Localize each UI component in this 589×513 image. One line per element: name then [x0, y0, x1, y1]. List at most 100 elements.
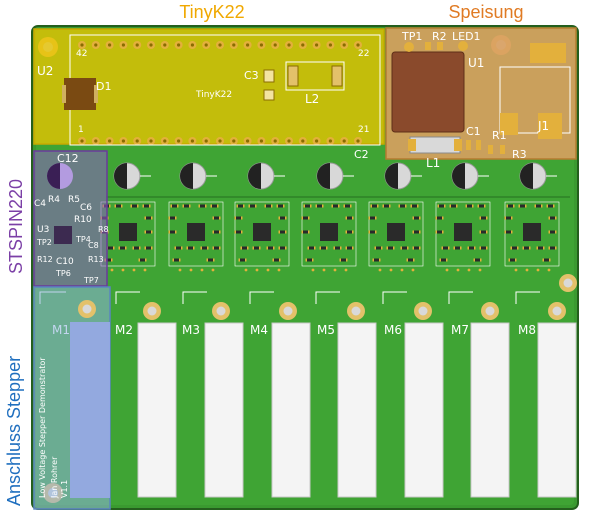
smd-resistor — [214, 216, 219, 220]
l2-component — [287, 65, 299, 87]
smd-resistor — [188, 246, 193, 250]
smd-resistor — [170, 230, 175, 234]
label-u3: U3 — [37, 225, 49, 235]
smd-resistor — [437, 230, 442, 234]
label-board-name: TinyK22 — [195, 90, 232, 100]
smd-resistor — [372, 204, 377, 208]
c3-pad — [263, 89, 275, 101]
label-r12: R12 — [37, 255, 53, 264]
tp1-pad — [404, 42, 414, 52]
label-tp7: TP7 — [83, 276, 99, 285]
smd-resistor — [236, 216, 241, 220]
smd-resistor — [317, 204, 322, 208]
label-c8: C8 — [88, 241, 99, 250]
smd-resistor — [437, 216, 442, 220]
smd-resistor — [132, 204, 137, 208]
smd-resistor — [408, 258, 413, 262]
smd-resistor — [278, 204, 283, 208]
label-c2: C2 — [354, 148, 369, 161]
u3-chip — [54, 226, 72, 244]
driver-ic — [454, 223, 472, 241]
j1-pad-left — [500, 113, 518, 135]
label-r5: R5 — [68, 195, 80, 205]
connector-terminal — [337, 322, 377, 498]
label-tp4: TP4 — [75, 235, 91, 244]
label-r13: R13 — [88, 255, 104, 264]
smd-resistor — [200, 204, 205, 208]
label-c3: C3 — [244, 69, 259, 82]
smd-resistor — [335, 246, 340, 250]
smd-resistor — [524, 246, 529, 250]
smd-resistor — [475, 258, 480, 262]
label-r10: R10 — [74, 215, 92, 225]
board-info-version: V1.1 — [60, 480, 69, 498]
electrolytic-capacitor — [384, 162, 422, 190]
smd-resistor — [174, 258, 179, 262]
smd-resistor — [550, 230, 555, 234]
label-c10: C10 — [56, 257, 74, 267]
title-stspin220: STSPIN220 — [6, 179, 26, 274]
connector-label-m5: M5 — [317, 323, 335, 337]
driver-ic — [320, 223, 338, 241]
c3-component — [263, 69, 275, 83]
smd-resistor — [467, 204, 472, 208]
smd-resistor — [303, 230, 308, 234]
connector-m2: M2 — [115, 291, 177, 498]
smd-resistor — [443, 246, 448, 250]
smd-resistor — [508, 204, 513, 208]
smd-resistor — [536, 204, 541, 208]
label-pin21: 21 — [358, 125, 369, 135]
electrolytic-capacitor — [247, 162, 285, 190]
label-c4: C4 — [34, 199, 46, 209]
l1-component — [409, 136, 461, 154]
electrolytic-capacitor — [316, 162, 354, 190]
smd-resistor — [268, 246, 273, 250]
smd-resistor — [176, 246, 181, 250]
title-tinyk22: TinyK22 — [179, 2, 244, 22]
connector-m7: M7 — [448, 291, 510, 498]
smd-resistor — [520, 204, 525, 208]
connector-label-m7: M7 — [451, 323, 469, 337]
smd-resistor — [333, 204, 338, 208]
smd-resistor — [414, 246, 419, 250]
label-pin1: 1 — [78, 125, 84, 135]
connector-terminal — [271, 322, 311, 498]
led1-pad — [458, 41, 468, 51]
smd-resistor — [214, 246, 219, 250]
header-pins-top — [78, 41, 362, 49]
smd-resistor — [345, 204, 350, 208]
connector-label-m8: M8 — [518, 323, 536, 337]
driver-ic — [387, 223, 405, 241]
electrolytic-capacitor — [113, 162, 151, 190]
smd-resistor — [321, 246, 326, 250]
tinyk22-region — [33, 28, 385, 145]
smd-resistor — [384, 204, 389, 208]
label-pin22: 22 — [358, 49, 369, 59]
stepper-connectors: M1M2M3M4M5M6M7M8 — [39, 291, 577, 498]
label-c12: C12 — [57, 152, 79, 165]
smd-resistor — [376, 246, 381, 250]
smd-resistor — [238, 204, 243, 208]
smd-resistor — [240, 258, 245, 262]
connector-m4: M4 — [249, 291, 311, 498]
smd-resistor — [140, 258, 145, 262]
title-anschluss-stepper: Anschluss Stepper — [4, 356, 24, 506]
smd-resistor — [146, 230, 151, 234]
smd-resistor — [481, 246, 486, 250]
smd-resistor — [274, 258, 279, 262]
label-u2: U2 — [37, 64, 53, 78]
connector-terminal — [137, 322, 177, 498]
label-tp1: TP1 — [401, 30, 422, 43]
connector-terminal — [404, 322, 444, 498]
smd-resistor — [146, 246, 151, 250]
m1-connector-highlight — [70, 322, 110, 498]
smd-resistor — [116, 204, 121, 208]
smd-resistor — [106, 258, 111, 262]
smd-resistor — [550, 246, 555, 250]
driver-ic — [253, 223, 271, 241]
label-r3: R3 — [512, 148, 527, 161]
smd-resistor — [455, 246, 460, 250]
smd-resistor — [184, 204, 189, 208]
label-pin42: 42 — [76, 49, 87, 59]
